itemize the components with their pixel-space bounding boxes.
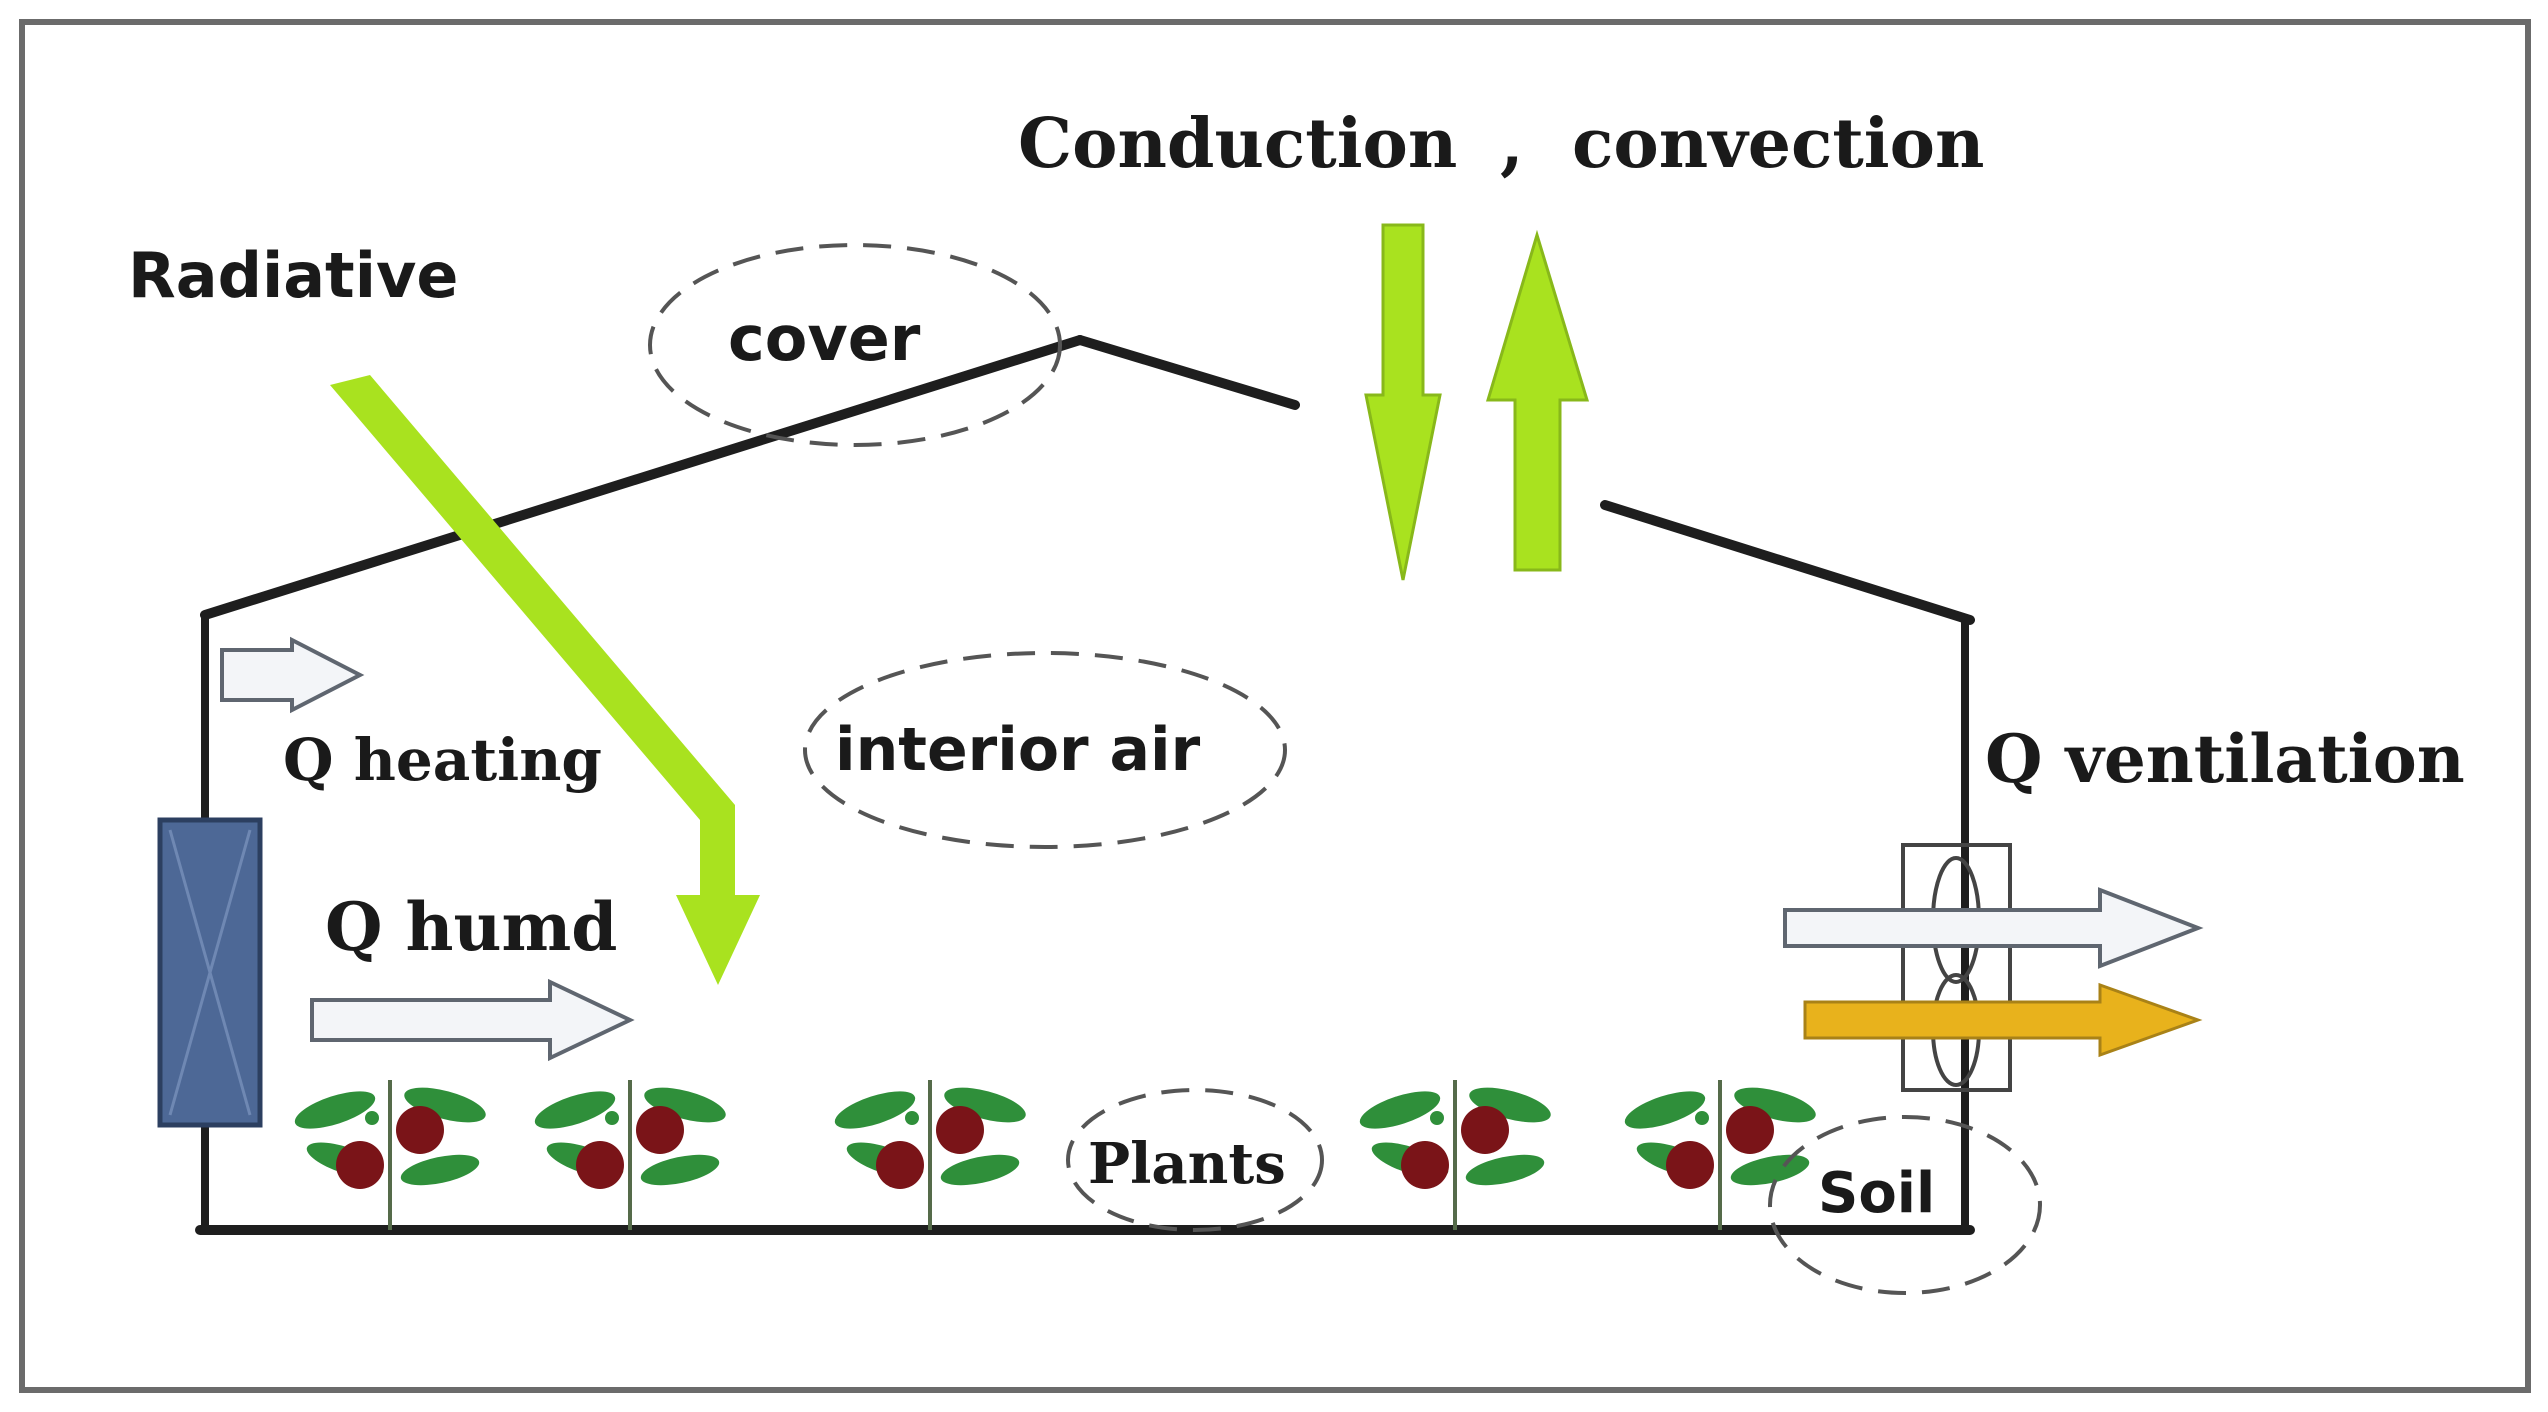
outer-frame [19,19,2531,1393]
plant [294,1080,486,1230]
interior-air-label: interior air [835,715,1201,785]
heater [157,817,263,1128]
roof-left [200,335,1085,620]
plant [528,1078,732,1232]
plant [1353,1078,1557,1232]
q-heating-arrow-upper [220,636,365,714]
ventilation-arrow-white [1783,887,2204,969]
radiative-label: Radiative [128,239,458,312]
ventilation-fan [1901,843,2012,1092]
plants-label: Plants [1088,1131,1286,1197]
q-humd-arrow [310,978,635,1062]
roof-right [1600,500,1975,625]
q-ventilation-label: Q ventilation [1985,720,2465,798]
soil-ellipse [1768,1115,2042,1295]
convection-up-arrow [1485,229,1590,572]
plant [828,1078,1032,1232]
soil-label: Soil [1818,1161,1935,1226]
plants-row [294,1078,1822,1232]
conduction-down-arrow [1364,223,1442,581]
ventilation-arrow-yellow [1803,982,2203,1058]
roof-peak-right [1075,335,1300,410]
convection-label: convection [1572,104,1984,184]
plants-ellipse [1066,1088,1324,1232]
q-heating-label: Q heating [283,726,602,794]
plant [1618,1078,1822,1232]
radiative-arrow [330,375,760,985]
cover-ellipse [648,243,1062,447]
cover-label: cover [728,302,921,375]
comma-label: , [1500,104,1524,184]
q-humd-label: Q humd [325,888,617,966]
conduction-label: Conduction [1018,104,1457,184]
interior-air-ellipse [803,651,1287,849]
dashed-ellipses [648,243,2042,1295]
